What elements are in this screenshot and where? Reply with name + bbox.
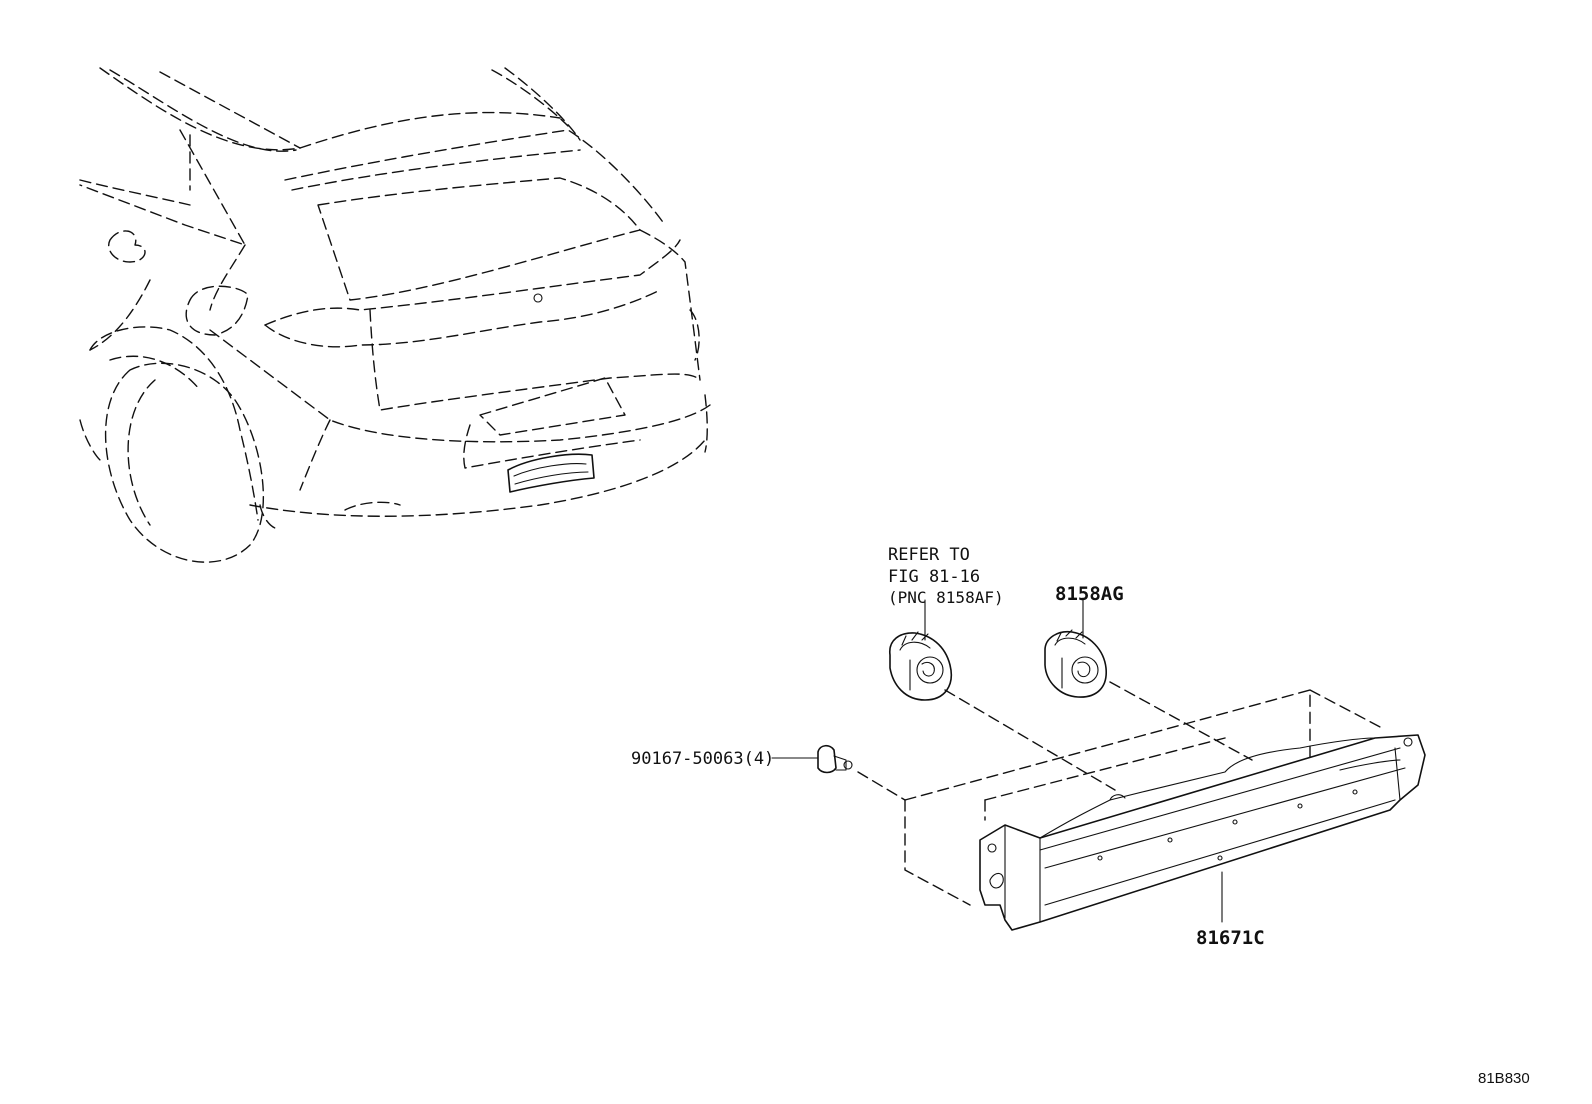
bolt — [817, 744, 853, 774]
part-label-bolt: 90167-50063(4) — [631, 749, 774, 769]
vehicle-outline — [79, 67, 711, 563]
figure-id: 81B830 — [1478, 1070, 1530, 1087]
socket-left — [889, 631, 952, 701]
part-label-8158AG: 8158AG — [1055, 583, 1124, 605]
refer-label-line3: (PNC 8158AF) — [888, 588, 1004, 607]
lamp-location-highlight — [507, 453, 595, 493]
refer-label-line1: REFER TO — [888, 545, 970, 565]
socket-right — [1044, 629, 1107, 698]
part-label-81671C: 81671C — [1196, 927, 1265, 949]
license-lamp-assembly — [857, 681, 1426, 931]
refer-label-line2: FIG 81-16 — [888, 567, 980, 587]
